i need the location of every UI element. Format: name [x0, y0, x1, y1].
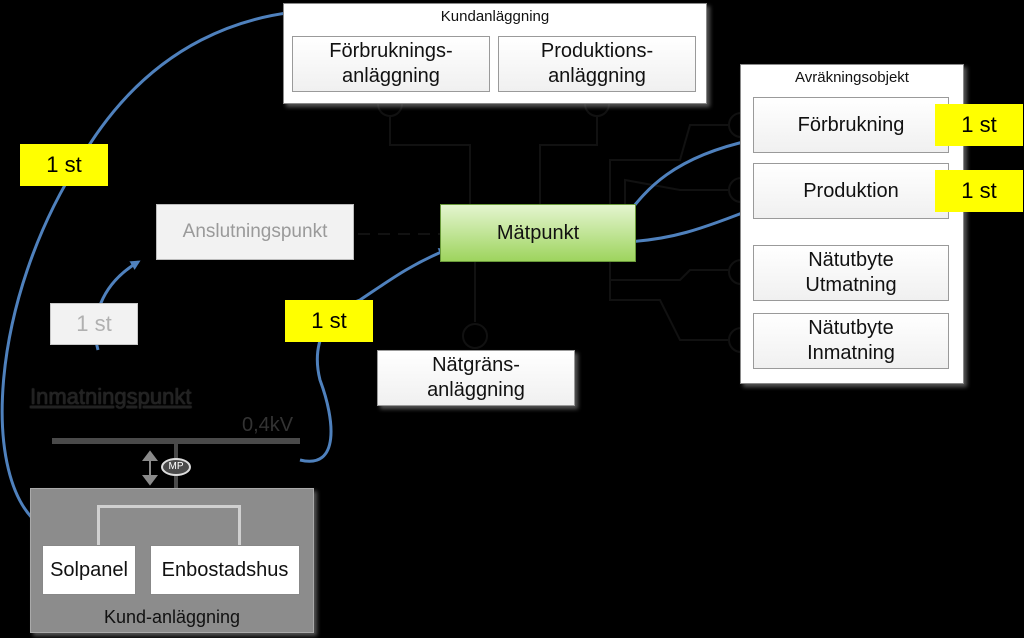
natutbyte-inmatning-box: Nätutbyte Inmatning — [753, 313, 949, 369]
count-forbrukning-badge: 1 st — [935, 104, 1023, 146]
count-mid-badge: 1 st — [285, 300, 373, 342]
matpunkt-box: Mätpunkt — [440, 204, 636, 262]
enbostadshus-box: Enbostadshus — [150, 545, 300, 595]
avrakningsobjekt-title: Avräkningsobjekt — [795, 69, 909, 86]
voltage-label: 0,4kV — [242, 414, 294, 436]
natutbyte-utmatning-box: Nätutbyte Utmatning — [753, 245, 949, 301]
updown-arrow-icon — [142, 450, 158, 486]
avrakningsobjekt-panel: Avräkningsobjekt Förbrukning Produktion … — [740, 64, 964, 384]
count-produktion-badge: 1 st — [935, 170, 1023, 212]
anslutningspunkt-box: Anslutningspunkt — [156, 204, 354, 260]
kund-anlaggning-title: Kund-anläggning — [103, 607, 241, 627]
solpanel-box: Solpanel — [42, 545, 136, 595]
kundanlaggning-panel: Kundanläggning Förbruknings- anläggning … — [283, 3, 707, 104]
natgransanlaggning-box: Nätgräns- anläggning — [377, 350, 575, 406]
avrakning-produktion-box: Produktion — [753, 163, 949, 219]
forbrukningsanlaggning-box: Förbruknings- anläggning — [292, 36, 490, 92]
count-left-badge: 1 st — [20, 144, 108, 186]
count-grey-badge: 1 st — [50, 303, 138, 345]
mp-meter-icon: MP — [161, 458, 191, 476]
produktionsanlaggning-box: Produktions- anläggning — [498, 36, 696, 92]
kund-anlaggning-panel: Solpanel Enbostadshus Kund-anläggning — [30, 488, 314, 633]
kundanlaggning-title: Kundanläggning — [440, 8, 550, 25]
inmatningspunkt-label: Inmatningspunkt — [30, 384, 192, 409]
avrakning-forbrukning-box: Förbrukning — [753, 97, 949, 153]
